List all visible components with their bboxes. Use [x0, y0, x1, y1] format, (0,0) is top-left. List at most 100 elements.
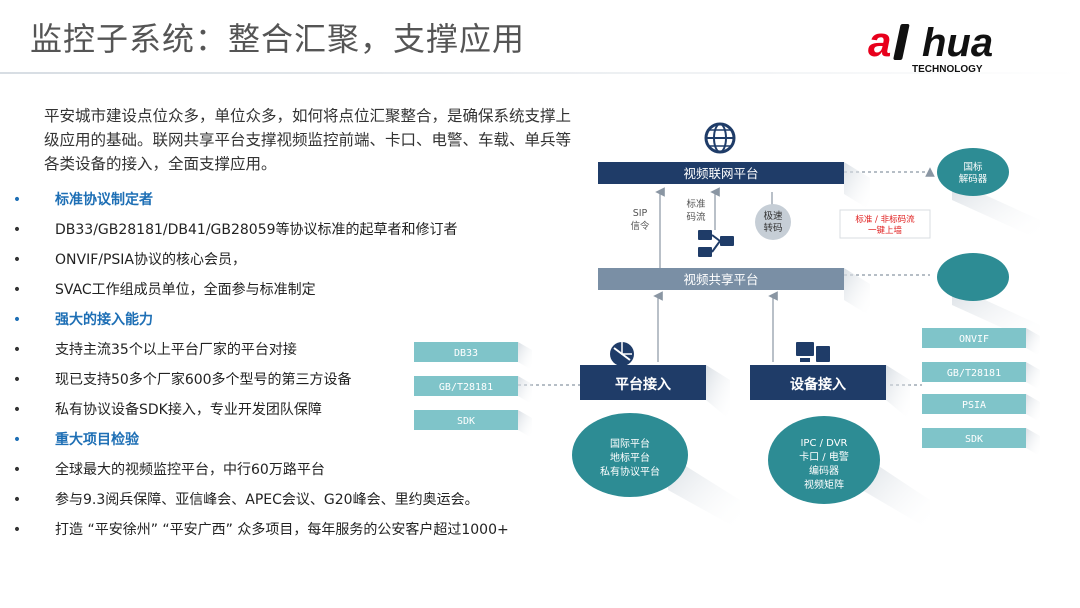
transcode-label-2: 转码: [763, 222, 782, 234]
bullet-marker: •: [12, 342, 22, 358]
device-access-label: 设备接入: [790, 376, 846, 393]
logo-subtext: TECHNOLOGY: [912, 64, 983, 75]
bullet-marker: •: [12, 252, 22, 268]
left-protocol-sdk: [414, 410, 518, 430]
platform-access-box: [580, 365, 706, 400]
bullet-item: • SVAC工作组成员单位，全面参与标准制定: [12, 278, 572, 308]
sharing-platform-shadow: [844, 268, 870, 316]
device-types-shadow: [862, 455, 930, 530]
bullet-text: 支持主流35个以上平台厂家的平台对接: [55, 342, 297, 358]
device-type-4: 视频矩阵: [804, 478, 844, 491]
device-type-2: 卡口 / 电警: [799, 450, 849, 463]
device-type-3: 编码器: [809, 464, 839, 477]
platform-types-circle: [572, 413, 688, 497]
decoder-label-2: 解码器: [959, 173, 988, 185]
wall-note: 标准 / 非标码流 一键上墙: [839, 209, 931, 239]
bullet-item: • 全球最大的视频监控平台，中行60万路平台: [12, 458, 572, 488]
logo-wordmark-a: a: [868, 18, 891, 65]
bullet-heading: • 重大项目检验: [12, 428, 572, 458]
device-access-shadow: [886, 365, 910, 420]
device-access-box: [750, 365, 886, 400]
bullet-text: 参与9.3阅兵保障、亚信峰会、APEC会议、G20峰会、里约奥运会。: [55, 492, 479, 508]
bullet-text: DB33/GB28181/DB41/GB28059等协议标准的起草者和修订者: [55, 222, 458, 238]
bullet-marker: •: [12, 192, 22, 208]
page-title: 监控子系统：整合汇聚，支撑应用: [30, 20, 526, 58]
bullet-text: 全球最大的视频监控平台，中行60万路平台: [55, 462, 325, 478]
bullet-marker: •: [12, 222, 22, 238]
right-protocol-tags: ONVIF GB/T28181 PSIA SDK: [922, 328, 1040, 456]
logo-bar: [893, 24, 910, 60]
wall-note-line-1: 标准 / 非标码流: [855, 214, 915, 225]
platform-types-shadow: [668, 455, 740, 530]
bullet-marker: •: [12, 432, 22, 448]
bullet-marker: •: [12, 492, 22, 508]
right-protocol-onvif-label: ONVIF: [959, 334, 989, 345]
right-protocol-gb: [922, 362, 1026, 382]
network-platform-shadow: [844, 162, 870, 210]
network-platform-label: 视频联网平台: [683, 166, 758, 181]
satellite-icon: [610, 342, 634, 366]
monitor-icon: [796, 342, 830, 362]
bullet-item: • 现已支持50多个厂家600多个型号的第三方设备: [12, 368, 572, 398]
decoder-label-1: 国标: [963, 161, 983, 173]
wall-display-circle: [937, 253, 1009, 301]
right-protocol-sdk-label: SDK: [965, 434, 983, 445]
platform-type-2: 地标平台: [610, 451, 650, 464]
network-node-icon: [698, 230, 734, 257]
left-protocol-tags: DB33 GB/T28181 SDK: [414, 342, 532, 438]
left-protocol-gb: [414, 376, 518, 396]
right-protocol-psia: [922, 394, 1026, 414]
wall-note-line-2: 一键上墙: [868, 225, 903, 236]
platform-type-1: 国际平台: [610, 437, 650, 450]
bullet-text: 强大的接入能力: [55, 312, 153, 328]
bullet-marker: •: [12, 402, 22, 418]
network-platform-bar: [598, 162, 844, 184]
intro-paragraph: 平安城市建设点位众多，单位众多，如何将点位汇聚整合，是确保系统支撑上级应用的基础…: [44, 107, 572, 173]
globe-icon: [704, 122, 736, 154]
transcode-badge: 极速 转码: [755, 204, 791, 240]
left-protocol-gb-label: GB/T28181: [439, 382, 493, 393]
platform-type-3: 私有协议平台: [600, 465, 660, 478]
bullet-marker: •: [12, 312, 22, 328]
right-protocol-onvif: [922, 328, 1026, 348]
bullet-heading: • 标准协议制定者: [12, 188, 572, 218]
bullet-item: • 打造 “平安徐州” “平安广西” 众多项目，每年服务的公安客户超过1000+: [12, 518, 572, 548]
bullet-text: 标准协议制定者: [55, 192, 153, 208]
bullet-heading: • 强大的接入能力: [12, 308, 572, 338]
bullet-text: ONVIF/PSIA协议的核心会员，: [55, 252, 247, 268]
right-protocol-sdk: [922, 428, 1026, 448]
bullet-text: SVAC工作组成员单位，全面参与标准制定: [55, 282, 316, 298]
bullet-marker: •: [12, 522, 22, 538]
bullet-item: • ONVIF/PSIA协议的核心会员，: [12, 248, 572, 278]
bullet-text: 重大项目检验: [55, 432, 139, 448]
platform-access-label: 平台接入: [615, 376, 671, 393]
bullet-text: 现已支持50多个厂家600多个型号的第三方设备: [55, 372, 352, 388]
stream-label-1: 标准: [686, 198, 706, 210]
transcode-label-1: 极速: [763, 210, 783, 222]
logo-wordmark-hua: hua: [922, 21, 993, 65]
left-protocol-sdk-label: SDK: [457, 416, 475, 427]
bullet-item: • 支持主流35个以上平台厂家的平台对接: [12, 338, 572, 368]
bullet-item: • 参与9.3阅兵保障、亚信峰会、APEC会议、G20峰会、里约奥运会。: [12, 488, 572, 518]
bullet-marker: •: [12, 462, 22, 478]
bullet-marker: •: [12, 372, 22, 388]
stream-label-2: 码流: [686, 211, 706, 223]
sharing-platform-label: 视频共享平台: [683, 272, 758, 287]
bullet-item: • DB33/GB28181/DB41/GB28059等协议标准的起草者和修订者: [12, 218, 572, 248]
platform-access-shadow: [706, 365, 730, 420]
bullet-list: • 标准协议制定者 • DB33/GB28181/DB41/GB28059等协议标准的…: [12, 188, 572, 548]
sharing-platform-bar: [598, 268, 844, 290]
decoder-circle: [937, 148, 1009, 196]
title-divider: [0, 72, 1080, 74]
bullet-marker: •: [12, 282, 22, 298]
right-protocol-gb-label: GB/T28181: [947, 368, 1001, 379]
dahua-logo: a hua TECHNOLOGY: [868, 18, 993, 75]
left-protocol-db33-label: DB33: [454, 348, 478, 359]
bullet-item: •私有协议设备SDK接入，专业开发团队保障: [12, 398, 572, 428]
bullet-text: 打造 “平安徐州” “平安广西” 众多项目，每年服务的公安客户超过1000+: [55, 522, 509, 538]
architecture-diagram: 视频联网平台 SIP 信令 标准 码流 极速 转码 标准 / 非标码流 一键上墙…: [414, 122, 1040, 530]
left-protocol-db33: [414, 342, 518, 362]
device-types-circle: [768, 416, 880, 504]
device-type-1: IPC / DVR: [800, 438, 847, 449]
sip-label-1: SIP: [633, 208, 648, 219]
